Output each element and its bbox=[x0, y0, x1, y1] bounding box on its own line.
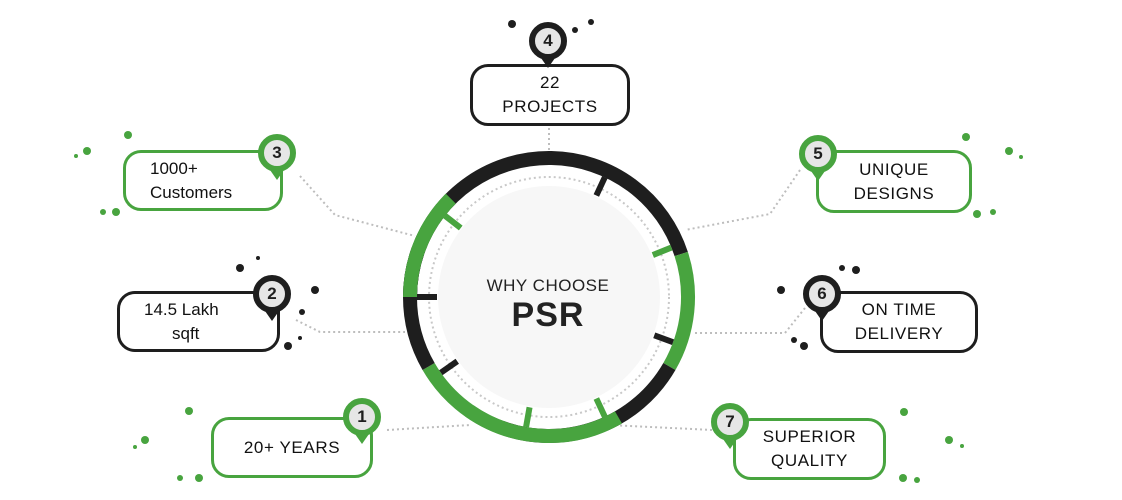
connector-line bbox=[695, 307, 806, 334]
center-disc bbox=[438, 186, 660, 408]
ring-tick bbox=[653, 332, 675, 345]
decorative-dot bbox=[112, 208, 120, 216]
feature-badge-2: 2 bbox=[253, 275, 291, 321]
feature-badge-5: 5 bbox=[799, 135, 837, 181]
feature-designs-pill: UNIQUE DESIGNS bbox=[816, 150, 972, 213]
decorative-dot bbox=[572, 27, 578, 33]
decorative-dot bbox=[299, 309, 305, 315]
feature-badge-3: 3 bbox=[258, 134, 296, 180]
decorative-dot bbox=[900, 408, 908, 416]
decorative-dot bbox=[195, 474, 203, 482]
decorative-dot bbox=[839, 265, 845, 271]
decorative-dot bbox=[284, 342, 292, 350]
decorative-dot bbox=[256, 256, 260, 260]
decorative-dot bbox=[962, 133, 970, 141]
decorative-dot bbox=[74, 154, 78, 158]
decorative-dot bbox=[177, 475, 183, 481]
feature-label-line: DELIVERY bbox=[854, 324, 944, 343]
decorative-dot bbox=[311, 286, 319, 294]
feature-badge-4: 4 bbox=[529, 22, 567, 68]
feature-label-line: Customers bbox=[150, 182, 233, 202]
ring-tick bbox=[523, 406, 533, 428]
ring-tick bbox=[443, 213, 463, 231]
decorative-dot bbox=[852, 266, 860, 274]
decorative-dot bbox=[800, 342, 808, 350]
decorative-dot bbox=[100, 209, 106, 215]
decorative-dot bbox=[899, 474, 907, 482]
decorative-dot bbox=[83, 147, 91, 155]
decorative-dot bbox=[990, 209, 996, 215]
ring-tick bbox=[651, 244, 673, 258]
feature-label-line: UNIQUE bbox=[859, 159, 929, 179]
decorative-dot bbox=[914, 477, 920, 483]
feature-badge-6: 6 bbox=[803, 275, 841, 321]
feature-label-line: ON TIME bbox=[861, 300, 937, 319]
connector-line bbox=[386, 424, 471, 431]
decorative-dot bbox=[1019, 155, 1023, 159]
center-heading: WHY CHOOSE bbox=[486, 276, 610, 295]
ring-segment bbox=[465, 405, 622, 444]
feature-label-line: 14.5 Lakh bbox=[144, 299, 219, 319]
decorative-dot bbox=[141, 436, 149, 444]
feature-quality-pill: SUPERIOR QUALITY bbox=[733, 418, 886, 480]
ring-tick bbox=[593, 397, 608, 418]
decorative-dot bbox=[973, 210, 981, 218]
feature-label-line: PROJECTS bbox=[502, 97, 598, 116]
decorative-dot bbox=[588, 19, 594, 25]
feature-label-line: QUALITY bbox=[771, 451, 848, 470]
center-title: PSR bbox=[511, 296, 585, 334]
feature-delivery-pill: ON TIME DELIVERY bbox=[820, 291, 978, 353]
connector-line bbox=[609, 424, 713, 431]
feature-label-line: 20+ YEARS bbox=[243, 437, 341, 457]
feature-badge-7: 7 bbox=[711, 403, 749, 449]
decorative-dot bbox=[508, 20, 516, 28]
decorative-dot bbox=[791, 337, 797, 343]
feature-badge-1: 1 bbox=[343, 398, 381, 444]
connector-line bbox=[684, 169, 801, 231]
decorative-dot bbox=[945, 436, 953, 444]
ring-segment bbox=[403, 193, 456, 298]
connector-line bbox=[295, 319, 405, 333]
decorative-dot bbox=[133, 445, 137, 449]
feature-label-line: SUPERIOR bbox=[762, 427, 857, 446]
ring-tick bbox=[439, 358, 459, 376]
feature-projects-pill: 22 PROJECTS bbox=[470, 64, 630, 126]
ring-tick bbox=[593, 176, 608, 197]
ring-segment bbox=[402, 296, 435, 370]
decorative-dot bbox=[777, 286, 785, 294]
feature-label-line: 1000+ bbox=[150, 158, 198, 178]
decorative-dot bbox=[185, 407, 193, 415]
feature-label-line: 22 bbox=[539, 73, 561, 92]
feature-label-line: DESIGNS bbox=[853, 183, 935, 203]
decorative-dot bbox=[236, 264, 244, 272]
decorative-dot bbox=[1005, 147, 1013, 155]
decorative-dot bbox=[298, 336, 302, 340]
feature-area-pill: 14.5 Lakh sqft bbox=[117, 291, 280, 352]
ring-segment bbox=[663, 251, 695, 370]
feature-customers-pill: 1000+ Customers bbox=[123, 150, 283, 211]
feature-label-line: sqft bbox=[172, 323, 200, 343]
decorative-dot bbox=[124, 131, 132, 139]
decorative-dot bbox=[960, 444, 964, 448]
